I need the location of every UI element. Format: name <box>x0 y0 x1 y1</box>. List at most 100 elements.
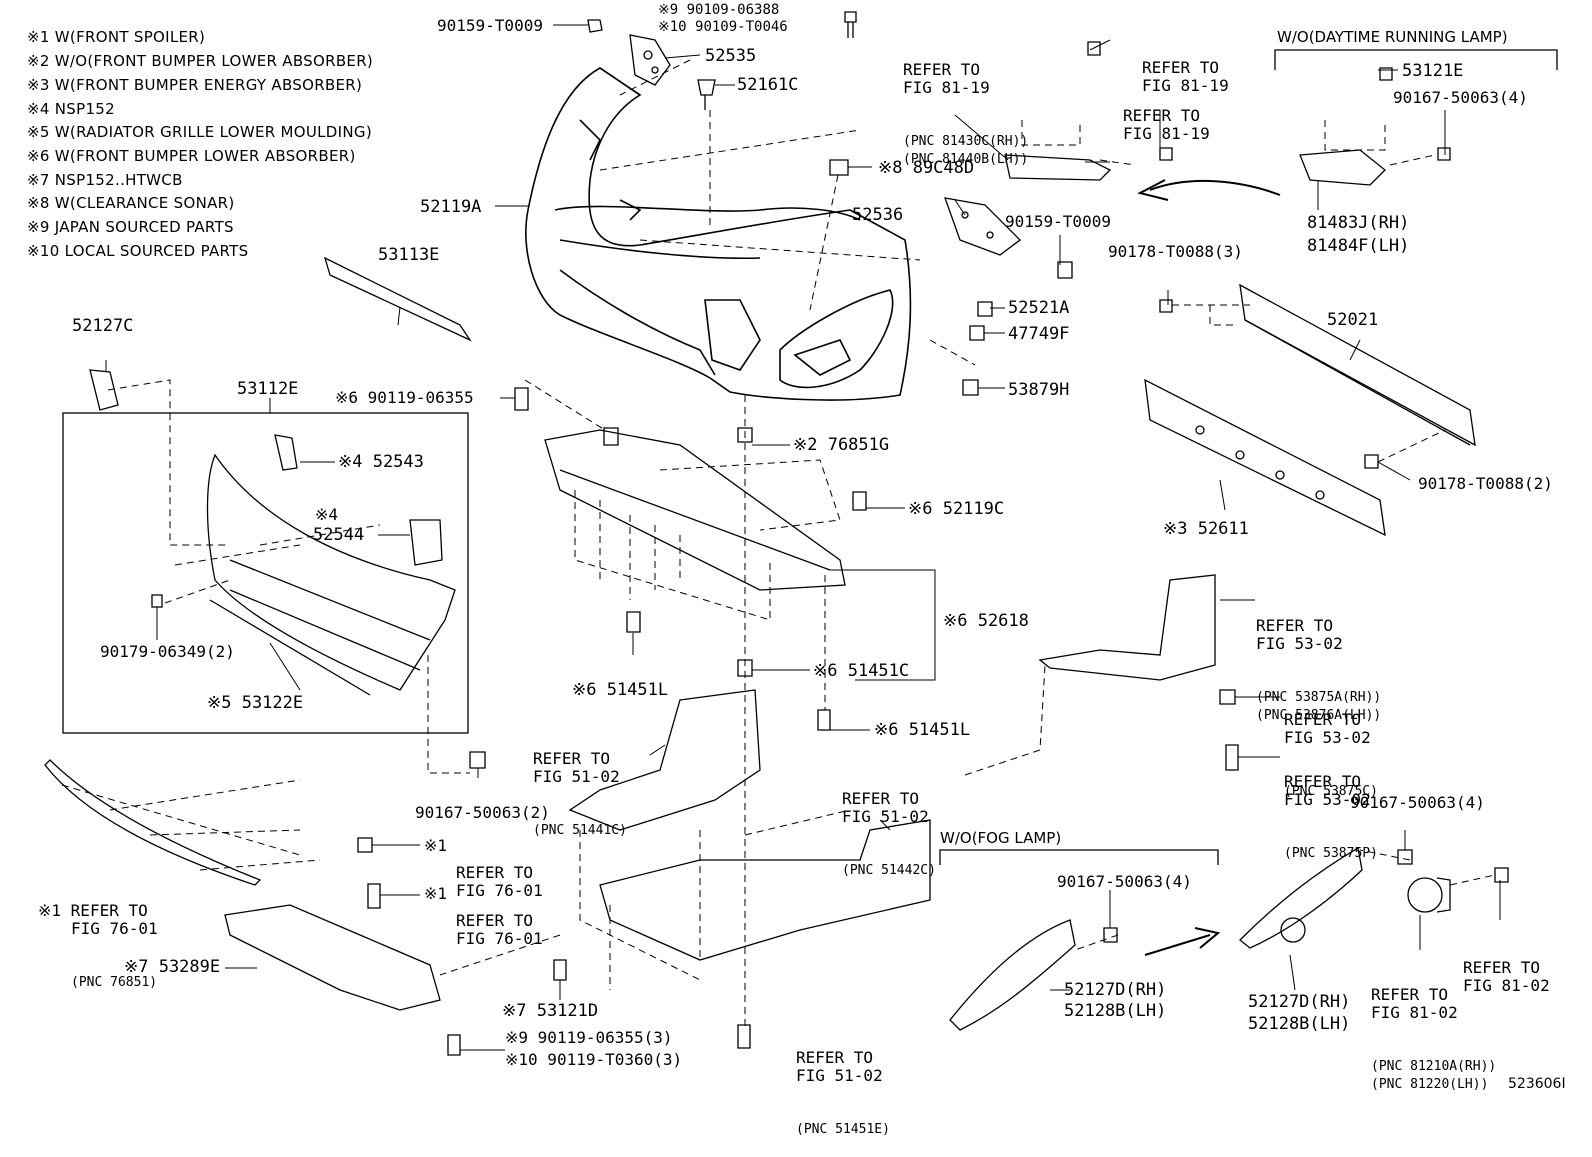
part-label[interactable]: 90159-T0009 <box>1005 212 1111 231</box>
bolt-51451E <box>737 1024 751 1049</box>
part-label[interactable]: 81484F(LH) <box>1307 236 1410 256</box>
clip-53875C <box>1219 689 1236 705</box>
part-label[interactable]: ※3 52611 <box>1163 519 1249 539</box>
refer-line: REFER TO <box>842 789 920 808</box>
part-label[interactable]: ※10 90119-T0360(3) <box>505 1050 683 1069</box>
part-label[interactable]: ※6 51451C <box>813 661 910 681</box>
part-label[interactable]: ※6 51451L <box>874 720 971 740</box>
part-label[interactable]: ※8 89C48D <box>878 158 975 178</box>
part-label[interactable]: 52536 <box>852 205 904 225</box>
refer-pnc: (PNC 51442C) <box>842 863 936 878</box>
refer-line: FIG 51-02 <box>796 1066 883 1085</box>
refer-line: FIG 53-02 <box>1284 790 1371 809</box>
part-label[interactable]: ※4 <box>315 505 339 524</box>
group-label-drl: W/O(DAYTIME RUNNING LAMP) <box>1277 28 1508 46</box>
part-label[interactable]: 90167-50063(4) <box>1057 872 1192 891</box>
refer-line: FIG 81-02 <box>1463 976 1550 995</box>
part-label[interactable]: ※5 53122E <box>207 693 304 713</box>
refer-pnc: (PNC 53875C) <box>1284 784 1378 799</box>
part-label[interactable]: 90167-50063(4) <box>1393 88 1528 107</box>
part-label[interactable]: 90167-50063(2) <box>415 803 550 822</box>
part-label[interactable]: 52128B(LH) <box>1248 1014 1351 1034</box>
legend-item: ※8 W(CLEARANCE SONAR) <box>27 194 235 212</box>
part-label[interactable]: ※7 53121D <box>502 1001 599 1021</box>
legend-item: ※6 W(FRONT BUMPER LOWER ABSORBER) <box>27 147 356 165</box>
part-label[interactable]: ※10 90109-T0046 <box>658 19 788 35</box>
part-label[interactable]: 52535 <box>705 46 757 66</box>
clip-76851G <box>737 427 753 443</box>
part-label[interactable]: ※6 52618 <box>943 611 1029 631</box>
refer-line: REFER TO <box>1256 616 1334 635</box>
grille-group-box <box>62 412 469 734</box>
part-label[interactable]: 52119A <box>420 197 482 217</box>
part-label[interactable]: 52544 <box>313 525 365 545</box>
moulding-52544 <box>409 519 443 566</box>
part-label[interactable]: 47749F <box>1008 324 1070 344</box>
part-label[interactable]: 52127D(RH) <box>1064 980 1167 1000</box>
legend-item: ※5 W(RADIATOR GRILLE LOWER MOULDING) <box>27 123 372 141</box>
part-label[interactable]: ※7 53289E <box>124 957 221 977</box>
moulding-52543 <box>274 434 298 471</box>
part-label[interactable]: 90179-06349(2) <box>100 642 235 661</box>
part-label[interactable]: 53121E <box>1402 61 1464 81</box>
part-label[interactable]: ※6 90119-06355 <box>335 388 474 407</box>
refer-pnc: (PNC 53875P) <box>1284 846 1378 861</box>
part-label[interactable]: 52127D(RH) <box>1248 992 1351 1012</box>
part-label[interactable]: 90167-50063(4) <box>1350 793 1485 812</box>
part-label[interactable]: ※4 52543 <box>338 452 424 472</box>
part-label[interactable]: 52521A <box>1008 298 1070 318</box>
fog-group-bracket <box>939 849 1219 865</box>
refer-label[interactable]: REFER TO FIG 76-01 <box>456 876 543 966</box>
refer-pnc: (PNC 81430C(RH)) <box>903 134 1029 149</box>
bracket-52536 <box>944 197 1021 256</box>
refer-pnc: (PNC 51441C) <box>533 823 627 838</box>
cover-53289E <box>224 904 441 1011</box>
part-label[interactable]: ※9 90119-06355(3) <box>505 1028 673 1047</box>
part-label[interactable]: 52161C <box>737 75 799 95</box>
refer-line: FIG 76-01 <box>456 881 543 900</box>
part-label[interactable]: 90178-T0088(2) <box>1418 474 1553 493</box>
part-label[interactable]: 53112E <box>237 379 299 399</box>
part-label[interactable]: 52021 <box>1327 310 1379 330</box>
part-label[interactable]: 52127C <box>72 316 134 336</box>
refer-line: REFER TO <box>456 863 534 882</box>
refer-line: FIG 51-02 <box>533 767 620 786</box>
bolt-51451L-2 <box>817 709 831 731</box>
part-label[interactable]: ※2 76851G <box>793 435 890 455</box>
part-label[interactable]: ※1 <box>424 884 448 903</box>
direction-arrow <box>1149 179 1281 196</box>
grille-lower-53113E <box>323 256 472 342</box>
refer-line: REFER TO <box>456 911 534 930</box>
part-label[interactable]: ※1 <box>424 836 448 855</box>
part-label[interactable]: ※6 51451L <box>572 680 669 700</box>
part-label[interactable]: ※6 52119C <box>908 499 1005 519</box>
refer-pnc: (PNC 81440B(LH)) <box>903 152 1029 167</box>
part-label[interactable]: ※9 90109-06388 <box>658 2 780 18</box>
part-label[interactable]: 53113E <box>378 245 440 265</box>
part-label[interactable]: 90178-T0088(3) <box>1108 242 1243 261</box>
part-label[interactable]: 53879H <box>1008 380 1070 400</box>
parts-diagram <box>44 11 1558 1056</box>
refer-line: REFER TO <box>533 749 611 768</box>
part-label[interactable]: 81483J(RH) <box>1307 213 1410 233</box>
part-label[interactable]: 90159-T0009 <box>437 16 543 35</box>
fog-arrow <box>1144 934 1211 956</box>
legend-item: ※9 JAPAN SOURCED PARTS <box>27 218 234 236</box>
refer-pnc: (PNC 81220(LH)) <box>1371 1077 1489 1092</box>
part-label[interactable]: 52128B(LH) <box>1064 1001 1167 1021</box>
clip-51451C <box>737 659 753 677</box>
fog-lamp-81210A <box>1407 877 1451 913</box>
